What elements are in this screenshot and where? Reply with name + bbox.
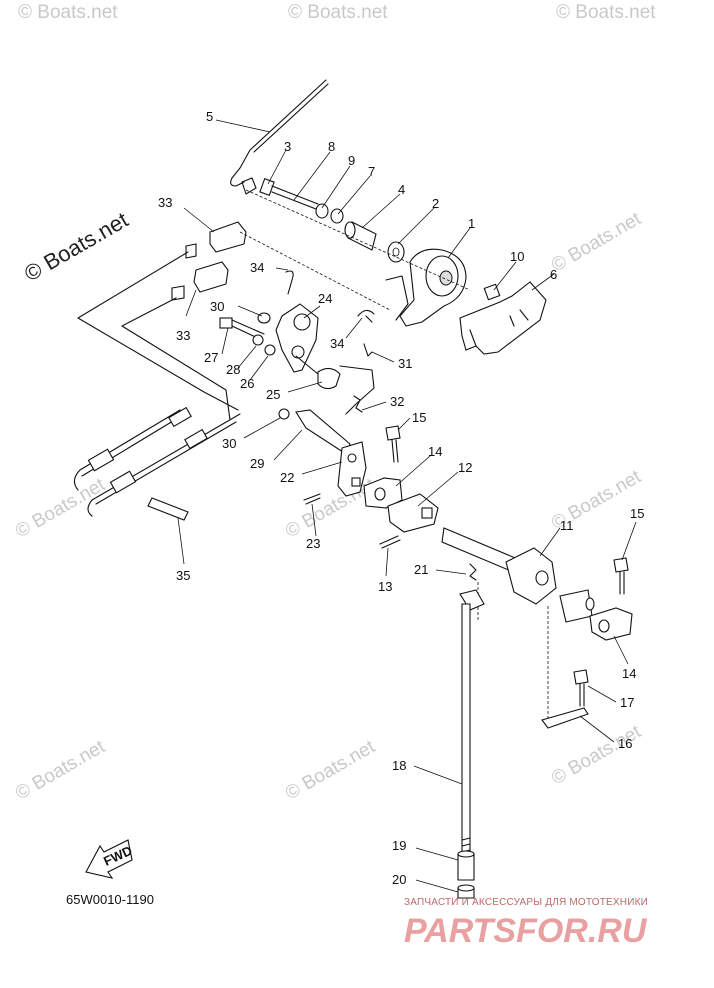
- label-10: 10: [510, 249, 524, 264]
- watermark-large: © Boats.net: [20, 207, 132, 286]
- clips-31-32-34: [278, 270, 375, 455]
- watermark-layer: © Boats.net © Boats.net © Boats.net © Bo…: [12, 2, 656, 804]
- label-15-upper: 15: [412, 410, 426, 425]
- label-30-upper: 30: [210, 299, 224, 314]
- label-3: 3: [284, 139, 291, 154]
- watermark-top-left: © Boats.net: [18, 2, 118, 23]
- part-18-21-shift-rod: [459, 563, 485, 861]
- label-34-lower: 34: [330, 336, 344, 351]
- label-19: 19: [392, 838, 406, 853]
- watermark-mid-center: © Boats.net: [282, 474, 379, 542]
- label-22: 22: [280, 470, 294, 485]
- watermark-top-mid: © Boats.net: [288, 2, 388, 23]
- label-28: 28: [226, 362, 240, 377]
- part-24-lever: [219, 303, 341, 390]
- label-14-upper: 14: [428, 444, 442, 459]
- part-19-20-nuts: [457, 850, 475, 899]
- label-33-lower: 33: [176, 328, 190, 343]
- label-23: 23: [306, 536, 320, 551]
- label-11: 11: [560, 518, 574, 533]
- label-32: 32: [390, 394, 404, 409]
- label-29: 29: [250, 456, 264, 471]
- label-15-right: 15: [630, 506, 644, 521]
- label-7: 7: [368, 164, 375, 179]
- part-35-tag: [147, 497, 189, 521]
- label-1: 1: [468, 216, 475, 231]
- part-number-labels: 5 3 8 9 7 4 2 1 10 6 33 34 24 30 33 27 2…: [158, 109, 644, 887]
- part-11-shift-shaft: [441, 527, 595, 720]
- label-13: 13: [378, 579, 392, 594]
- label-9: 9: [348, 153, 355, 168]
- part-33-cable-joints: [171, 221, 391, 311]
- label-31: 31: [398, 356, 412, 371]
- label-34-upper: 34: [250, 260, 264, 275]
- label-16: 16: [618, 736, 632, 751]
- label-24: 24: [318, 291, 332, 306]
- diagram-code: 65W0010-1190: [66, 892, 154, 907]
- part-14-15-right-clamp: [589, 557, 633, 641]
- label-14-right: 14: [622, 666, 636, 681]
- part-5-throttle-rod: [230, 79, 329, 187]
- label-26: 26: [240, 376, 254, 391]
- label-2: 2: [432, 196, 439, 211]
- label-25: 25: [266, 387, 280, 402]
- label-8: 8: [328, 139, 335, 154]
- watermark-low-left: © Boats.net: [12, 736, 109, 804]
- watermark-low-center: © Boats.net: [282, 736, 379, 804]
- label-27: 27: [204, 350, 218, 365]
- label-20: 20: [392, 872, 406, 887]
- label-5: 5: [206, 109, 213, 124]
- label-33-upper: 33: [158, 195, 172, 210]
- part-16-17-plate-bolt: [541, 669, 589, 729]
- cable-harness-outline: [73, 251, 241, 517]
- part-22-lever: [303, 441, 367, 505]
- part-6-bracket: [459, 281, 547, 355]
- watermark-mid-left: © Boats.net: [12, 474, 109, 542]
- watermark-low-right: © Boats.net: [548, 721, 645, 789]
- label-18: 18: [392, 758, 406, 773]
- brand-logo: ЗАПЧАСТИ И АКСЕССУАРЫ ДЛЯ МОТОТЕХНИКИ PA…: [404, 897, 648, 950]
- watermark-mid-right: © Boats.net: [548, 208, 645, 276]
- leader-lines: [177, 119, 637, 893]
- upper-cam-assembly: [241, 177, 471, 327]
- label-21: 21: [414, 562, 428, 577]
- part-12-shift-arm: [379, 493, 439, 549]
- label-35: 35: [176, 568, 190, 583]
- label-12: 12: [458, 460, 472, 475]
- label-17: 17: [620, 695, 634, 710]
- watermark-top-right: © Boats.net: [556, 2, 656, 23]
- fwd-arrow: FWD: [85, 839, 134, 879]
- brand-name: PARTSFOR.RU: [404, 912, 648, 950]
- label-30-lower: 30: [222, 436, 236, 451]
- label-4: 4: [398, 182, 405, 197]
- label-6: 6: [550, 267, 557, 282]
- brand-subtitle: ЗАПЧАСТИ И АКСЕССУАРЫ ДЛЯ МОТОТЕХНИКИ: [404, 897, 648, 908]
- part-14-15-upper-clamp: [363, 425, 403, 509]
